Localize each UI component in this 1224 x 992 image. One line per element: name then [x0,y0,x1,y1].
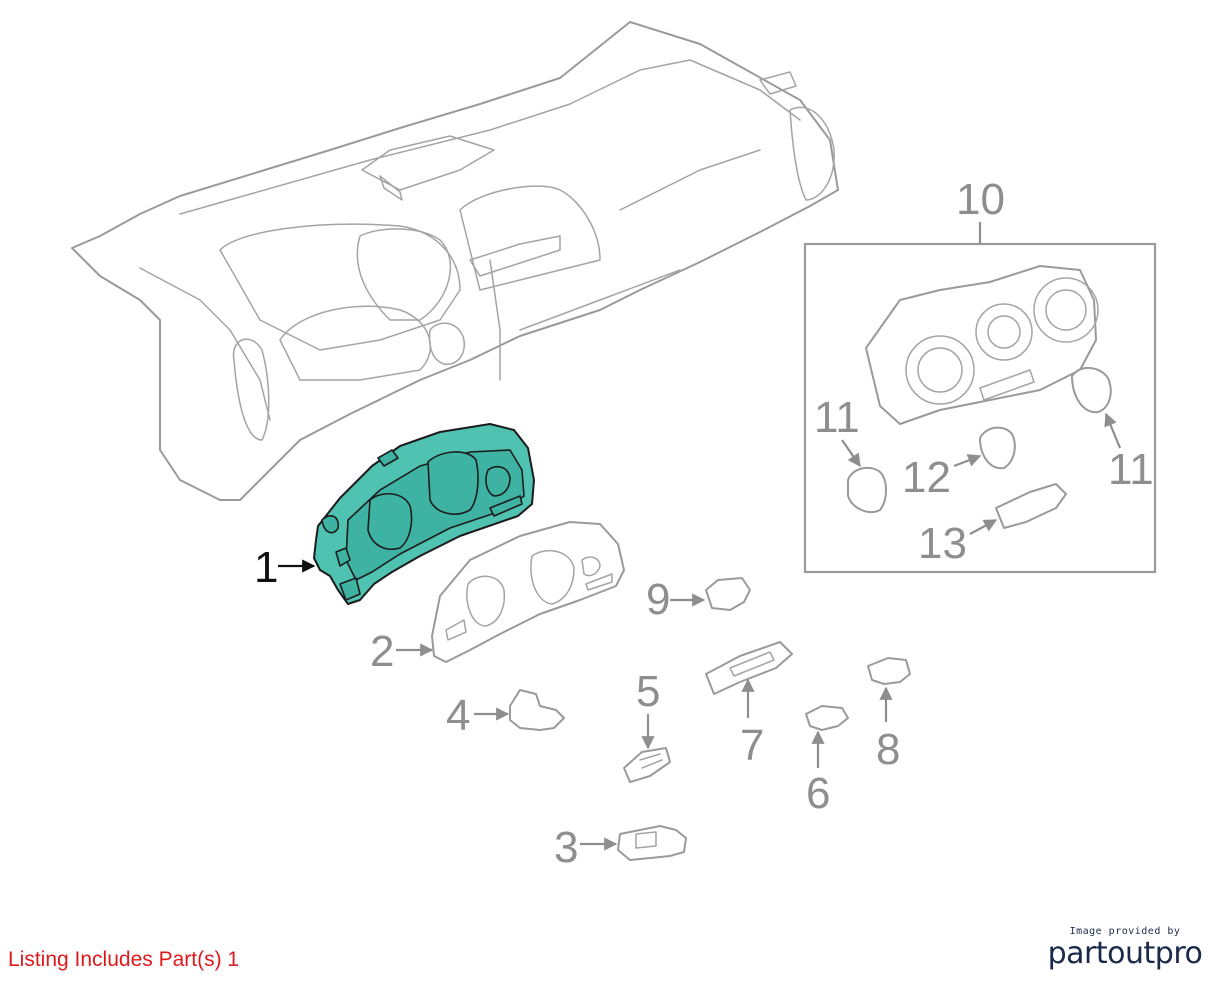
part-3-switch[interactable] [617,825,687,861]
callout-label-12: 12 [902,453,951,502]
part-6-switch[interactable] [805,705,849,731]
callout-label-13: 13 [918,519,967,568]
part-8-switch[interactable] [867,657,911,685]
callout-label-1: 1 [254,543,278,592]
part-11-knob-right[interactable] [1071,367,1112,414]
callout-10: 10 [956,175,1005,244]
partoutpro-logo: partoutpro [1047,936,1203,971]
callout-label-3: 3 [554,823,578,872]
callout-9: 9 [646,575,706,624]
callout-6: 6 [806,730,830,818]
part-1-instrument-cluster[interactable] [313,423,535,605]
part-12-knob[interactable] [979,426,1016,470]
part-2-bezel[interactable] [431,521,625,663]
callout-label-2: 2 [370,627,394,676]
callout-label-8: 8 [876,725,900,774]
callout-11-right: 11 [1104,412,1154,494]
callout-3: 3 [554,823,618,872]
part-4-switch[interactable] [509,689,565,731]
part-5-switch[interactable] [623,747,671,783]
callout-11-left: 11 [814,393,861,468]
callout-8: 8 [876,686,900,774]
part-13-switch[interactable] [995,483,1067,529]
callout-label-10: 10 [956,175,1005,224]
callout-12: 12 [902,453,982,502]
dashboard-outline [71,21,839,501]
part-7-switch-panel[interactable] [705,641,793,695]
callout-label-5: 5 [636,667,660,716]
image-credit: Image provided by partoutpro [1040,926,1210,971]
callout-1: 1 [254,543,316,592]
callout-5: 5 [636,667,660,750]
credit-caption: Image provided by [1069,926,1181,937]
listing-note: Listing Includes Part(s) 1 [8,948,240,971]
callout-label-4: 4 [446,691,470,740]
part-10-climate-control-group[interactable] [803,242,1157,574]
callout-2: 2 [370,627,434,676]
callout-label-11-left: 11 [814,393,860,442]
callout-13: 13 [918,519,998,568]
part-11-knob-left[interactable] [847,466,887,514]
callout-4: 4 [446,691,510,740]
callout-7: 7 [740,678,764,770]
callout-label-11-right: 11 [1108,445,1154,494]
callout-label-9: 9 [646,575,670,624]
callout-label-7: 7 [740,721,764,770]
part-9-switch[interactable] [705,577,751,611]
callout-label-6: 6 [806,769,830,818]
